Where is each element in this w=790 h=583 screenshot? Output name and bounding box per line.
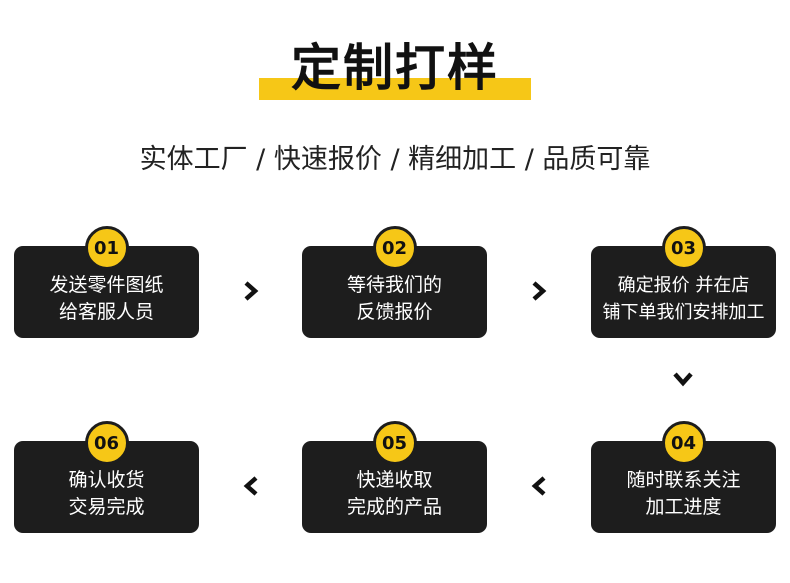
chevron-left-icon: [531, 476, 546, 496]
step-number-badge: 03: [661, 226, 706, 270]
step-text-line: 确认收货: [68, 469, 145, 491]
step-card-05: 05 快递收取 完成的产品: [302, 421, 487, 533]
step-number-badge: 04: [661, 421, 706, 465]
step-text-line: 铺下单我们安排加工: [602, 302, 765, 323]
page-subtitle: 实体工厂 / 快速报价 / 精细加工 / 品质可靠: [139, 144, 651, 175]
step-text: 快递收取 完成的产品: [302, 467, 487, 521]
step-number-badge: 05: [372, 421, 417, 465]
step-card-02: 02 等待我们的 反馈报价: [302, 226, 487, 338]
step-text: 发送零件图纸 给客服人员: [14, 272, 199, 326]
title-highlight-bar: [259, 78, 531, 100]
step-number-badge: 06: [84, 421, 129, 465]
step-text-line: 给客服人员: [58, 301, 154, 323]
step-text-line: 交易完成: [68, 496, 145, 518]
page-title: 定制打样: [291, 39, 499, 97]
step-card-04: 04 随时联系关注 加工进度: [591, 421, 776, 533]
step-text-line: 发送零件图纸: [49, 274, 164, 296]
step-number-badge: 02: [372, 226, 417, 270]
step-text-line: 反馈报价: [356, 301, 433, 323]
chevron-right-icon: [244, 281, 259, 301]
step-number-badge: 01: [84, 226, 129, 270]
chevron-down-icon: [673, 372, 693, 387]
step-text-line: 快递收取: [356, 469, 433, 491]
step-text-line: 确定报价 并在店: [617, 275, 750, 296]
step-text-line: 加工进度: [645, 496, 722, 518]
step-card-06: 06 确认收货 交易完成: [14, 421, 199, 533]
step-text: 确定报价 并在店 铺下单我们安排加工: [591, 272, 776, 326]
step-text-line: 完成的产品: [346, 496, 442, 518]
step-text-line: 随时联系关注: [626, 469, 741, 491]
step-card-03: 03 确定报价 并在店 铺下单我们安排加工: [591, 226, 776, 338]
step-text: 随时联系关注 加工进度: [591, 467, 776, 521]
step-text: 确认收货 交易完成: [14, 467, 199, 521]
step-card-01: 01 发送零件图纸 给客服人员: [14, 226, 199, 338]
step-text: 等待我们的 反馈报价: [302, 272, 487, 326]
step-text-line: 等待我们的: [346, 274, 442, 296]
title-block: 定制打样: [0, 22, 790, 102]
chevron-right-icon: [532, 281, 547, 301]
chevron-left-icon: [243, 476, 258, 496]
